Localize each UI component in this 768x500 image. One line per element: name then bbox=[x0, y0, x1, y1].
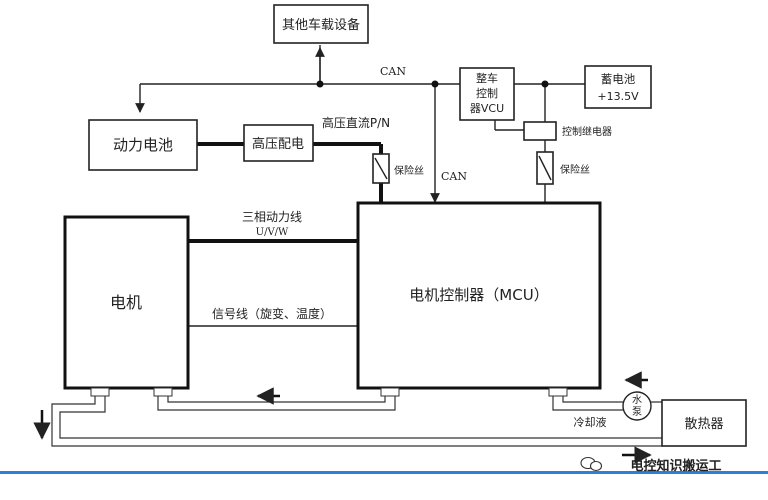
water-pump-node: 水 泵 bbox=[622, 391, 652, 421]
battery-12v-node: 蓄电池 +13.5V bbox=[584, 65, 652, 109]
fuse-right: 保险丝 bbox=[536, 151, 590, 185]
power-battery-node: 动力电池 bbox=[88, 119, 198, 171]
watermark-text: 电控知识搬运工 bbox=[630, 458, 721, 474]
hv-dc-label: 高压直流P/N bbox=[322, 115, 390, 130]
mcu-node: 电机控制器（MCU） bbox=[356, 201, 602, 390]
high-voltage-lines bbox=[188, 142, 383, 243]
fuse-right-label: 保险丝 bbox=[560, 163, 590, 176]
motor-node: 电机 bbox=[63, 215, 190, 390]
vcu-node: 整车 控制 器VCU bbox=[459, 67, 515, 121]
can-side-label: CAN bbox=[441, 170, 467, 183]
vcu-label-line3: 器VCU bbox=[470, 102, 504, 115]
coolant-label: 冷却液 bbox=[574, 415, 607, 429]
can-bus-lines bbox=[135, 45, 585, 203]
fuse-left: 保险丝 bbox=[372, 153, 424, 184]
cooling-loop bbox=[51, 387, 673, 447]
vcu-label-line1: 整车 bbox=[476, 71, 498, 85]
hv-distribution-label: 高压配电 bbox=[252, 136, 304, 152]
other-devices-label: 其他车载设备 bbox=[282, 17, 360, 33]
pump-label-line1: 水 bbox=[632, 394, 642, 406]
power-junction-dot bbox=[541, 80, 549, 88]
flow-arrows bbox=[33, 371, 652, 464]
mcu-label: 电机控制器（MCU） bbox=[409, 286, 548, 304]
battery-12v-label: 蓄电池 bbox=[601, 72, 636, 86]
radiator-node: 散热器 bbox=[661, 399, 747, 447]
wechat-icon bbox=[580, 456, 603, 472]
pump-label-line2: 泵 bbox=[632, 406, 642, 418]
three-phase-uvw: U/V/W bbox=[256, 227, 289, 238]
three-phase-label: 三相动力线 bbox=[242, 210, 302, 224]
radiator-label: 散热器 bbox=[684, 417, 723, 432]
can-top-label: CAN bbox=[380, 65, 406, 78]
power-battery-label: 动力电池 bbox=[113, 136, 173, 154]
motor-label: 电机 bbox=[110, 293, 142, 312]
fuse-left-label: 保险丝 bbox=[394, 164, 424, 177]
footer-rule bbox=[0, 471, 768, 474]
can-junction-dot bbox=[316, 80, 324, 88]
other-devices-node: 其他车载设备 bbox=[273, 4, 369, 44]
battery-12v-voltage: +13.5V bbox=[597, 90, 639, 103]
control-relay-node: 控制继电器 bbox=[523, 121, 612, 141]
can-junction-dot bbox=[431, 80, 439, 88]
control-relay-label: 控制继电器 bbox=[562, 125, 612, 138]
hv-distribution-node: 高压配电 bbox=[243, 124, 314, 162]
signal-line-label: 信号线（旋变、温度） bbox=[212, 306, 332, 321]
vcu-label-line2: 控制 bbox=[476, 86, 498, 100]
